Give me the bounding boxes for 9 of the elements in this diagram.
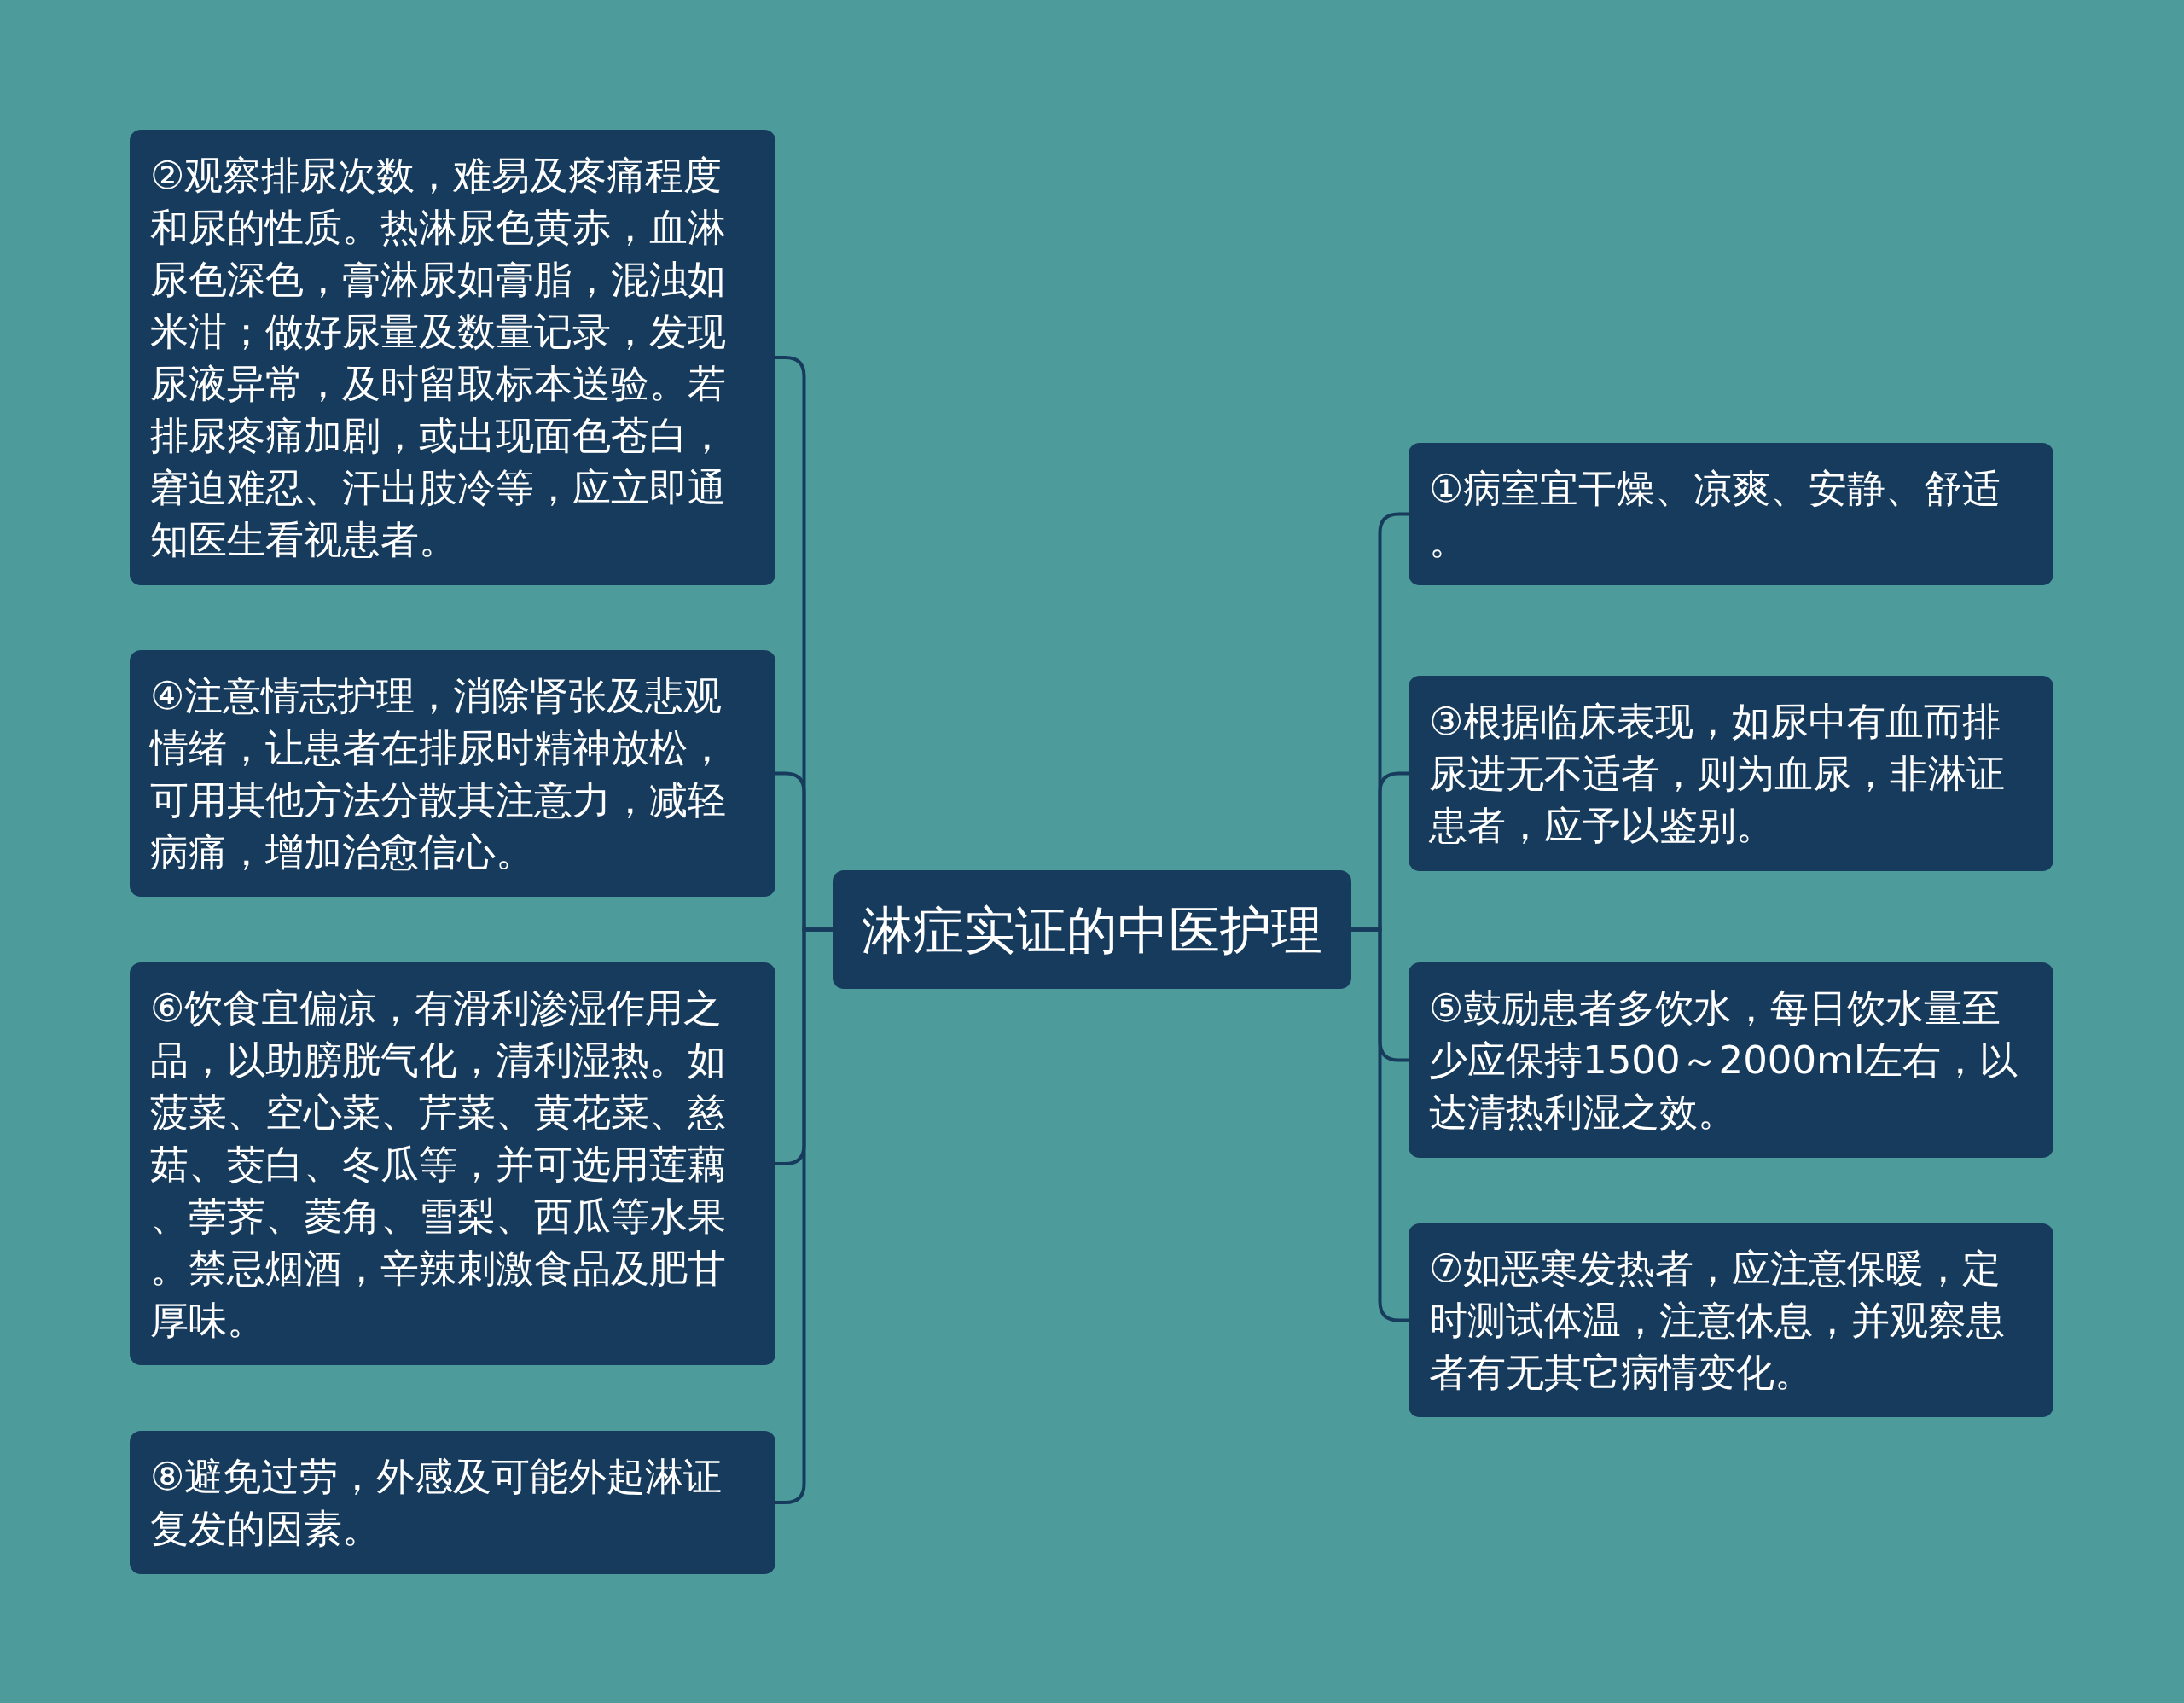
central-topic-box: 淋症实证的中医护理 xyxy=(833,870,1351,989)
topic-box: ⑤鼓励患者多饮水，每日饮水量至少应保持1500～2000ml左右，以达清热利湿之效。 xyxy=(1409,962,2053,1158)
topic-box: ②观察排尿次数，难易及疼痛程度和尿的性质。热淋尿色黄赤，血淋尿色深色，膏淋尿如膏脂，混浊如米泔；做好尿量及数量记录，发现尿液异常，及时留取标本送验。若排尿疼痛加剧，或出现面色苍白，窘迫难忍、汗出肢冷等，应立即通知医生看视患者。 xyxy=(130,130,775,585)
topic-box: ④注意情志护理，消除肾张及悲观情绪，让患者在排尿时精神放松，可用其他方法分散其注意力，减轻病痛，增加治愈信心。 xyxy=(130,650,775,897)
topic-box: ⑧避免过劳，外感及可能外起淋证复发的因素。 xyxy=(130,1431,775,1574)
topic-box: ⑥饮食宜偏凉，有滑利渗湿作用之品，以助膀胱气化，清利湿热。如菠菜、空心菜、芹菜、黄花菜、慈菇、茭白、冬瓜等，并可选用莲藕、荸荠、菱角、雪梨、西瓜等水果。禁忌烟酒，辛辣刺激食品及肥甘厚味。 xyxy=(130,962,775,1365)
topic-box: ③根据临床表现，如尿中有血而排尿进无不适者，则为血尿，非淋证患者，应予以鉴别。 xyxy=(1409,676,2053,871)
topic-box: ①病室宜干燥、凉爽、安静、舒适。 xyxy=(1409,443,2053,585)
topic-box: ⑦如恶寒发热者，应注意保暖，定时测试体温，注意休息，并观察患者有无其它病情变化。 xyxy=(1409,1223,2053,1417)
